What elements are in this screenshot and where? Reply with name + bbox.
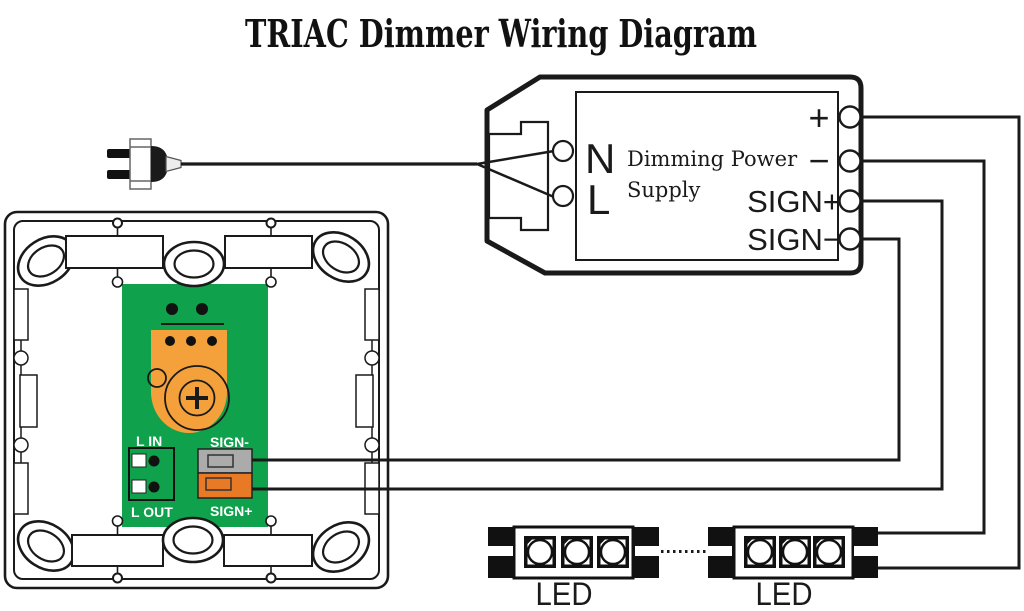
led-chip xyxy=(595,534,631,570)
dial-pin-1 xyxy=(165,336,175,346)
l-terminal-label: L xyxy=(587,176,610,223)
dial-knob-inner xyxy=(178,379,216,417)
dimmer-pcb: L IN L OUT SIGN- SIGN+ xyxy=(122,284,268,527)
led1-label: LED xyxy=(536,576,593,611)
minus-terminal-circle xyxy=(838,149,862,173)
bottom-right-bar xyxy=(223,534,313,567)
plus-terminal-label: + xyxy=(808,97,829,138)
bottom-pin-right xyxy=(265,515,277,584)
sign-plus-terminal-label: SIGN+ xyxy=(747,184,841,219)
right-clip-screw-bottom xyxy=(364,437,380,453)
wire-to-l xyxy=(476,162,555,199)
sign-minus-connector xyxy=(197,448,253,474)
l-in-screw xyxy=(148,455,160,467)
led2-left-notch xyxy=(708,546,732,556)
l-terminal-circle xyxy=(551,184,575,208)
sign-plus-connector xyxy=(197,472,253,499)
n-terminal-circle xyxy=(551,139,575,163)
led1-left-notch xyxy=(488,546,513,556)
panel-left-clips xyxy=(13,288,38,515)
l-in-slot xyxy=(131,453,147,468)
led-strip-1: LED xyxy=(488,525,659,611)
sign-minus-label: SIGN- xyxy=(210,434,249,450)
mains-plug xyxy=(107,138,182,190)
mount-hole-top-center xyxy=(162,240,226,288)
left-clip-screw-top xyxy=(13,350,29,366)
plus-terminal-circle xyxy=(838,105,862,129)
led-chip xyxy=(777,534,813,570)
sign-plus-terminal-circle xyxy=(838,189,862,213)
l-out-label: L OUT xyxy=(131,504,173,520)
wire-sign-plus-to-dimmer xyxy=(252,199,944,491)
plug-prong-bottom xyxy=(107,170,133,179)
wire-sign-minus-to-dimmer xyxy=(252,237,901,462)
power-supply-mount-bracket xyxy=(487,120,550,232)
led2-label: LED xyxy=(756,576,813,611)
top-right-bar xyxy=(224,235,313,269)
mount-hole-bottom-center xyxy=(161,516,225,564)
panel-top-mount-row xyxy=(7,217,380,298)
wire-to-n xyxy=(476,149,555,166)
power-supply-name-line2: Supply xyxy=(627,178,701,202)
power-supply-name-line1: Dimming Power xyxy=(627,147,798,171)
diagram-title: TRIAC Dimmer Wiring Diagram xyxy=(245,11,757,56)
led-strip-2: LED xyxy=(708,525,878,611)
panel-bottom-mount-row xyxy=(7,509,380,584)
plug-prong-top xyxy=(107,149,133,158)
sign-minus-connector-slot xyxy=(207,454,234,468)
sign-minus-terminal-circle xyxy=(838,227,862,251)
dimmer-switch-panel: L IN L OUT SIGN- SIGN+ xyxy=(3,210,390,590)
led-chip xyxy=(742,534,778,570)
left-clip-screw-bottom xyxy=(13,437,29,453)
l-in-label: L IN xyxy=(136,433,162,449)
left-clip-bottom xyxy=(13,462,29,515)
connection-wires xyxy=(252,115,1021,570)
l-out-screw xyxy=(148,481,160,493)
left-clip-middle xyxy=(19,374,38,428)
bottom-pin-left xyxy=(111,515,124,584)
bottom-left-bar xyxy=(71,534,164,567)
pcb-pad-2 xyxy=(196,303,208,315)
sign-minus-terminal-label: SIGN− xyxy=(747,222,841,257)
led1-right-notch xyxy=(635,546,659,556)
sign-plus-label: SIGN+ xyxy=(210,503,252,519)
l-out-slot xyxy=(131,479,147,494)
right-clip-middle xyxy=(355,374,374,428)
led-chip xyxy=(811,534,847,570)
top-pin-right xyxy=(265,217,277,288)
dimming-power-supply: N L Dimming Power Supply + − SIGN+ SIGN− xyxy=(181,74,864,276)
led2-right-notch xyxy=(854,546,878,556)
plug-back xyxy=(151,146,168,182)
top-left-bar xyxy=(65,235,164,269)
wire-plus-to-led xyxy=(861,115,1021,570)
plug-strain-relief xyxy=(165,155,182,173)
dial-pin-3 xyxy=(207,336,217,346)
minus-terminal-label: − xyxy=(808,140,829,181)
right-clip-top xyxy=(364,288,380,341)
power-supply-body xyxy=(575,91,839,261)
led-chip xyxy=(559,534,595,570)
pcb-pad-1 xyxy=(166,303,178,315)
dial-pin-2 xyxy=(186,336,196,346)
led-chip xyxy=(522,534,558,570)
dial-knob-outer xyxy=(164,365,230,431)
wire-minus-to-led xyxy=(861,159,986,535)
left-clip-top xyxy=(13,288,29,341)
top-pin-left xyxy=(111,217,124,288)
dial-index-mark xyxy=(147,368,167,388)
right-clip-screw-top xyxy=(364,350,380,366)
panel-right-clips xyxy=(355,288,380,515)
sign-plus-connector-slot xyxy=(205,477,232,491)
n-terminal-label: N xyxy=(585,135,615,182)
